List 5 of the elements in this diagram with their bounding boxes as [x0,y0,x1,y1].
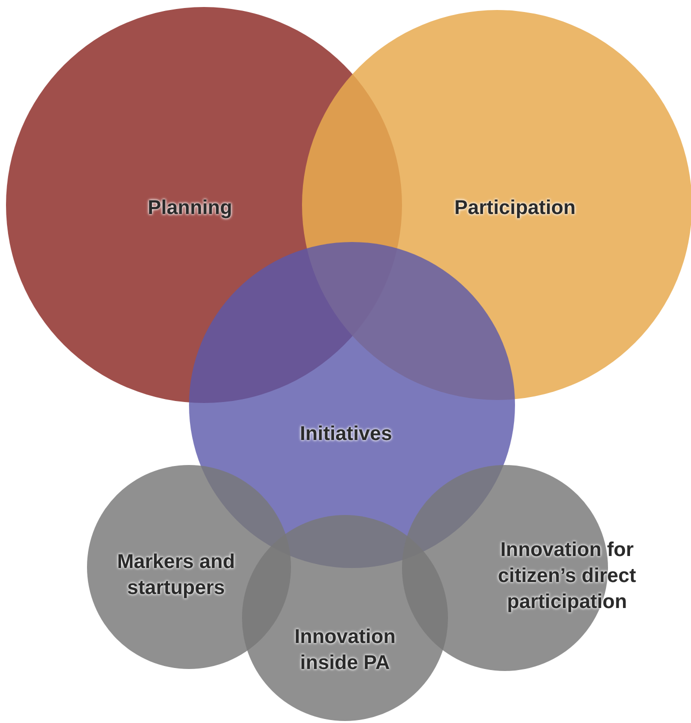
circle-label: Innovation inside PA [293,625,397,676]
circle-label: Markers and startupers [116,550,236,601]
circle-label: Planning [146,196,234,221]
circle-label: Initiatives [298,422,394,447]
circle-label: Participation [453,196,577,221]
